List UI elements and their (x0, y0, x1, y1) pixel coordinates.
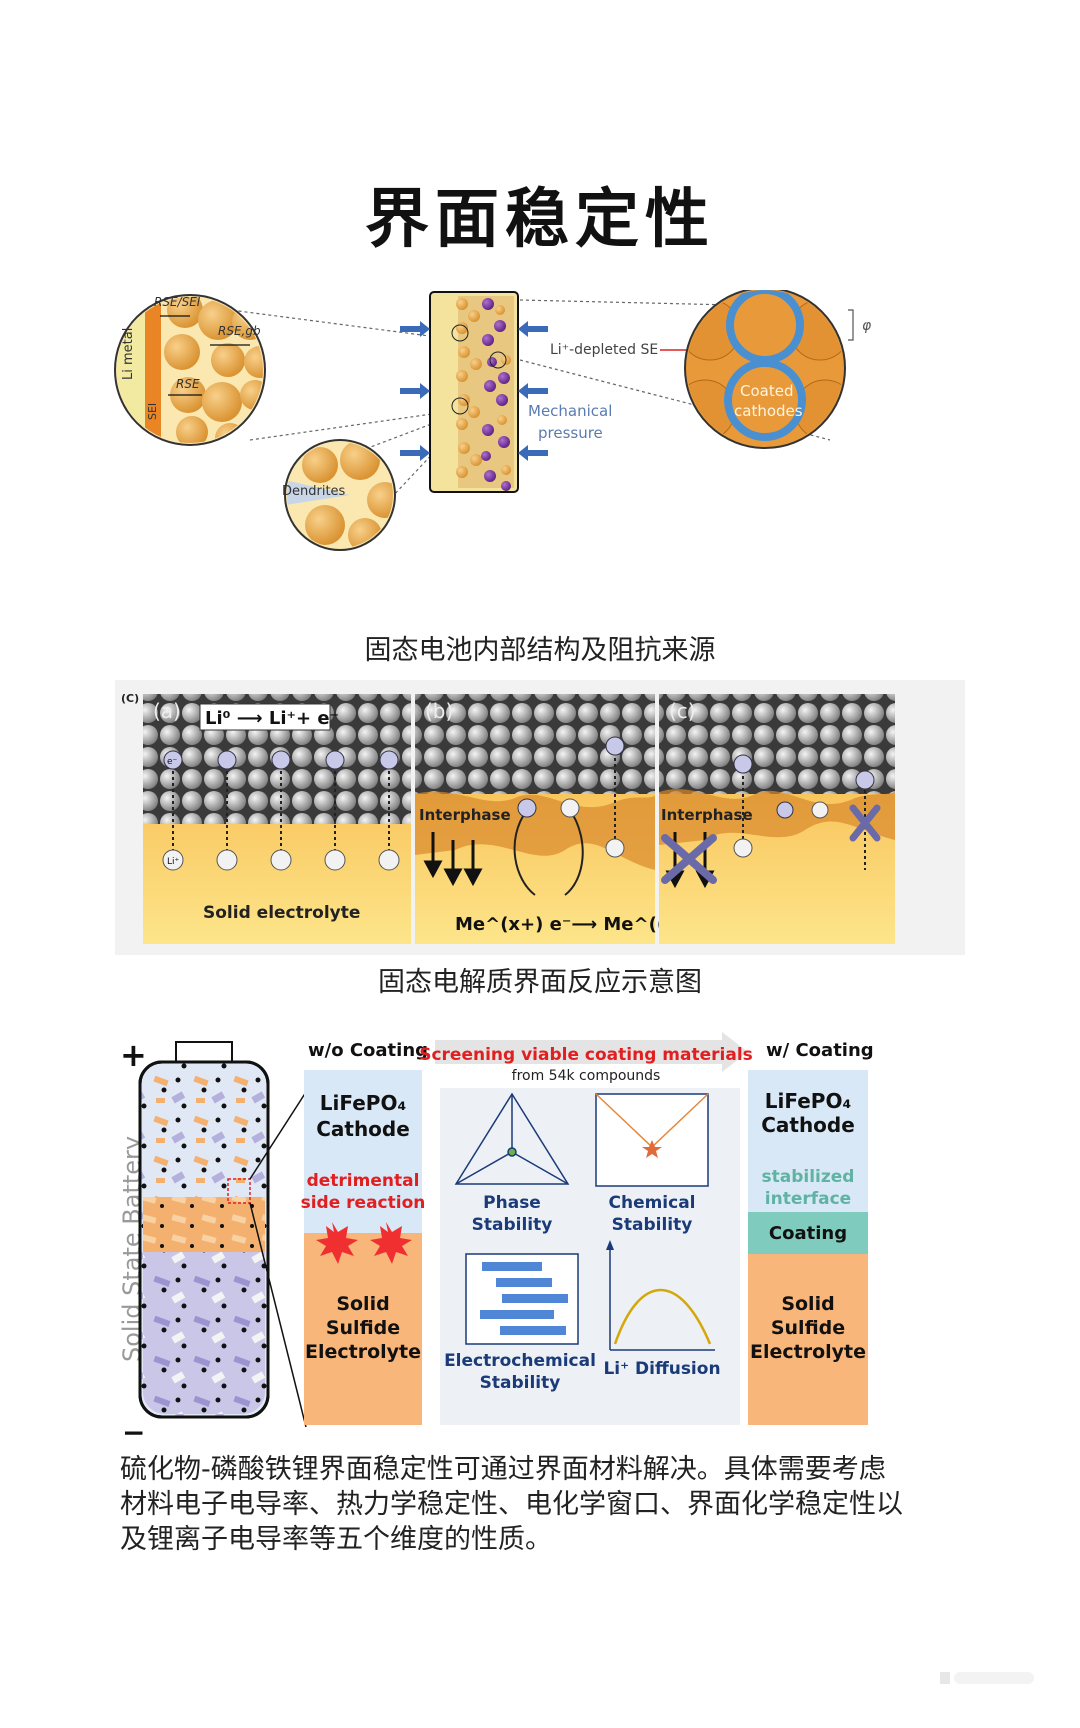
r-se-label: RSE (176, 377, 200, 391)
dendrites-label: Dendrites (282, 484, 346, 499)
battery-cell (138, 1060, 270, 1419)
li-metal-label: Li metal (121, 328, 136, 380)
phase-stability-label: Stability (472, 1215, 553, 1235)
interphase-label-b: Interphase (419, 806, 511, 824)
screening-arrow-icon (435, 1032, 748, 1072)
panel-b-label: (b) (425, 699, 453, 723)
panel-c-label: (c) (669, 699, 696, 723)
lifepo4-label-w: LiFePO₄ (765, 1089, 851, 1113)
mechanical-label: Mechanical (528, 402, 612, 420)
interface-label: interface (765, 1189, 851, 1209)
li-depleted-label: Li⁺-depleted SE (550, 342, 658, 358)
electrolyte-label-wo: Electrolyte (305, 1341, 421, 1363)
cathode-label-wo: Cathode (316, 1117, 410, 1141)
cell-cross-section (400, 291, 548, 493)
cathodes-label: cathodes (734, 402, 803, 420)
summary-line-1: 硫化物-磷酸铁锂界面稳定性可通过界面材料解决。具体需要考虑 (120, 1454, 886, 1485)
electrolyte-block-w (748, 1254, 868, 1425)
dendrites-zoom-circle: Dendrites (282, 439, 396, 551)
page-title: 界面稳定性 (365, 183, 715, 257)
side-reaction-label: side reaction (301, 1193, 426, 1213)
reaction-equation: Li⁰ ⟶ Li⁺+ e⁻ (205, 708, 339, 729)
compounds-label: from 54k compounds (512, 1068, 661, 1084)
solid-electrolyte-label: Solid electrolyte (203, 903, 360, 923)
panel-a-label: (a) (153, 699, 181, 723)
figure2-caption: 固态电解质界面反应示意图 (378, 967, 702, 998)
coating-label: Coating (769, 1223, 847, 1244)
watermark-icon (940, 1672, 1034, 1684)
summary-line-3: 及锂离子电导率等五个维度的性质。 (120, 1524, 552, 1555)
chemical-stability-label: Stability (612, 1215, 693, 1235)
summary-line-2: 材料电子电导率、热力学稳定性、电化学窗口、界面化学稳定性以 (120, 1489, 903, 1520)
sulfide-label-wo: Sulfide (326, 1317, 400, 1339)
r-se-sei-label: RSE/SEI (154, 295, 201, 309)
reaction-burst-icons (316, 1222, 412, 1264)
w-coating-label: w/ Coating (766, 1040, 874, 1061)
chemical-stability-icon (595, 1093, 709, 1187)
li-diffusion-icon (606, 1240, 715, 1351)
electrochemical-stability-label: Stability (480, 1373, 561, 1393)
phi-label: φ (862, 318, 872, 334)
pressure-arrows (400, 321, 548, 461)
detrimental-label: detrimental (307, 1171, 420, 1191)
panel-b: (b) Interphase Me^(x+) e⁻⟶ Me^((x−1)+) (415, 694, 736, 944)
electrochemical-label: Electrochemical (444, 1351, 596, 1371)
electron-ion-columns (172, 765, 390, 850)
figure-coating-screening: + − Solid State Battery w/o Coating LiFe… (118, 1032, 874, 1442)
stabilized-label: stabilized (762, 1167, 855, 1187)
panel-c: (c) Interphase (659, 694, 895, 944)
sulfide-label-w: Sulfide (771, 1317, 845, 1339)
interface-zoom-circle: Li metal SEI RSE/SEI RSE,gb RSE (114, 294, 266, 446)
solid-label-w: Solid (781, 1293, 834, 1315)
coating-block (748, 1212, 868, 1254)
electrolyte-label-w: Electrolyte (750, 1341, 866, 1363)
phase-stability-icon (454, 1092, 570, 1185)
coated-cathode-circle: Coated cathodes (684, 290, 846, 449)
wo-coating-label: w/o Coating (308, 1040, 428, 1061)
plus-sign: + (120, 1036, 147, 1074)
minus-sign: − (122, 1416, 145, 1442)
figure-impedance-diagram: Li metal SEI RSE/SEI RSE,gb RSE Dendrite… (114, 290, 872, 551)
solid-label-wo: Solid (336, 1293, 389, 1315)
cathode-block-w (748, 1070, 868, 1212)
cathode-label-w: Cathode (761, 1113, 855, 1137)
li-ion-label: Li⁺ (167, 857, 180, 867)
lifepo4-label-wo: LiFePO₄ (320, 1091, 406, 1115)
coated-label: Coated (740, 382, 793, 400)
electrolyte-block-wo (304, 1233, 422, 1425)
figure-interface-reaction: (C) Li⁰ ⟶ Li⁺+ e⁻ (a) e⁻ Li⁺ Solid elect… (115, 680, 965, 955)
interphase-label-c: Interphase (661, 806, 753, 824)
electron-label: e⁻ (167, 757, 178, 767)
electrochemical-stability-icon (465, 1253, 579, 1345)
panel-a: Li⁰ ⟶ Li⁺+ e⁻ (a) e⁻ Li⁺ Solid electroly… (143, 694, 411, 944)
pressure-label: pressure (538, 424, 603, 442)
screening-label: Screening viable coating materials (419, 1045, 753, 1065)
summary-paragraph: 硫化物-磷酸铁锂界面稳定性可通过界面材料解决。具体需要考虑 材料电子电导率、热力… (120, 1452, 980, 1557)
r-se-gb-label: RSE,gb (218, 324, 261, 338)
cathode-block-wo (304, 1070, 422, 1233)
phase-label: Phase (483, 1193, 541, 1213)
sei-label: SEI (146, 403, 159, 420)
corner-label: (C) (121, 692, 139, 705)
li-diffusion-label: Li⁺ Diffusion (603, 1359, 720, 1379)
chemical-label: Chemical (608, 1193, 695, 1213)
figure1-caption: 固态电池内部结构及阻抗来源 (364, 635, 716, 666)
